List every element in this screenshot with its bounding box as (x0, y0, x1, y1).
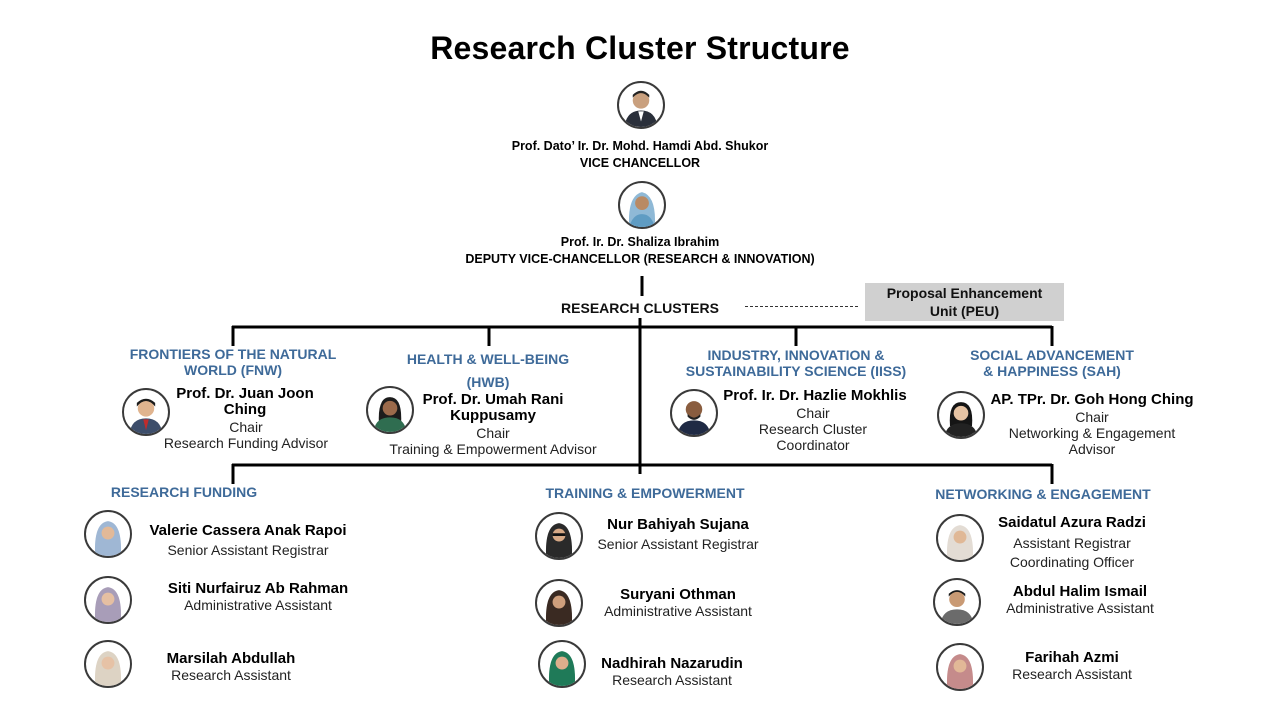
role-line: Chair (796, 405, 830, 421)
person-portrait-icon (933, 578, 981, 626)
cluster-chair-name: Prof. Dr. Umah Rani Kuppusamy (416, 392, 570, 424)
staff-role: Coordinating Officer (1009, 554, 1135, 570)
name-line: Prof. Ir. Dr. Hazlie Mokhlis (723, 387, 907, 404)
cluster-title-line: SUSTAINABILITY SCIENCE (IISS) (685, 363, 907, 379)
staff-name: Siti Nurfairuz Ab Rahman (167, 580, 349, 597)
role-line: Research Cluster (758, 421, 868, 437)
peu-line-2: Unit (PEU) (929, 303, 1000, 319)
staff-role: Senior Assistant Registrar (597, 536, 759, 552)
dashed-connector (745, 306, 858, 307)
person-portrait-icon (936, 643, 984, 691)
staff-name: Valerie Cassera Anak Rapoi (149, 522, 347, 539)
research-clusters-label: RESEARCH CLUSTERS (561, 300, 719, 316)
cluster-title-hwb: HEALTH & WELL-BEING (HWB) (388, 348, 588, 394)
role-line: Chair (229, 419, 263, 435)
cluster-chair-role: Chair Research Cluster Coordinator (740, 405, 886, 453)
name-line: AP. TPr. Dr. Goh Hong Ching (990, 391, 1194, 408)
unit-title-training-empowerment: TRAINING & EMPOWERMENT (545, 485, 745, 501)
cluster-title-line: FRONTIERS OF THE NATURAL (129, 346, 337, 362)
staff-role: Research Assistant (171, 667, 291, 683)
peu-line-1: Proposal Enhancement (886, 285, 1043, 301)
staff-role: Research Assistant (1012, 666, 1132, 682)
role-line: Advisor (1068, 441, 1116, 457)
role-line: Training & Empowerment Advisor (389, 441, 597, 457)
unit-title-networking-engagement: NETWORKING & ENGAGEMENT (935, 486, 1151, 502)
staff-name: Farihah Azmi (1025, 649, 1119, 666)
role-line: Chair (476, 425, 510, 441)
role-line: Research Funding Advisor (163, 435, 329, 451)
staff-card: Nur Bahiyah Sujana Senior Assistant Regi… (586, 516, 770, 553)
person-portrait-icon (538, 640, 586, 688)
person-portrait-icon (617, 81, 665, 129)
person-portrait-icon (535, 512, 583, 560)
staff-role: Senior Assistant Registrar (167, 542, 329, 558)
cluster-title-line: INDUSTRY, INNOVATION & (707, 347, 885, 363)
unit-title-research-funding: RESEARCH FUNDING (110, 484, 258, 500)
staff-role: Research Assistant (612, 672, 732, 688)
vc-name: Prof. Dato’ Ir. Dr. Mohd. Hamdi Abd. Shu… (511, 139, 769, 153)
staff-card: Nadhirah Nazarudin Research Assistant (586, 655, 758, 689)
cluster-chair-name: AP. TPr. Dr. Goh Hong Ching (984, 392, 1200, 408)
person-portrait-icon (84, 640, 132, 688)
person-portrait-icon (84, 576, 132, 624)
staff-role: Administrative Assistant (604, 603, 752, 619)
page-title: Research Cluster Structure (430, 30, 850, 66)
staff-card: Suryani Othman Administrative Assistant (586, 586, 770, 620)
staff-card: Valerie Cassera Anak Rapoi Senior Assist… (140, 522, 356, 559)
person-portrait-icon (936, 514, 984, 562)
staff-role: Assistant Registrar (1013, 535, 1131, 551)
staff-card: Farihah Azmi Research Assistant (996, 649, 1148, 683)
role-line: Chair (1075, 409, 1109, 425)
cluster-title-iiss: INDUSTRY, INNOVATION & SUSTAINABILITY SC… (676, 347, 916, 379)
cluster-chair-role: Chair Networking & Engagement Advisor (1000, 409, 1184, 457)
name-line: Prof. Dr. Juan Joon (176, 385, 314, 402)
staff-name: Suryani Othman (620, 586, 736, 603)
staff-name: Abdul Halim Ismail (1012, 583, 1148, 600)
cluster-chair-name: Prof. Ir. Dr. Hazlie Mokhlis (716, 388, 914, 404)
cluster-title-fnw: FRONTIERS OF THE NATURAL WORLD (FNW) (118, 346, 348, 378)
staff-card: Abdul Halim Ismail Administrative Assist… (984, 583, 1176, 617)
dvc-role: DEPUTY VICE-CHANCELLOR (RESEARCH & INNOV… (465, 252, 815, 266)
staff-role: Administrative Assistant (184, 597, 332, 613)
staff-name: Marsilah Abdullah (166, 650, 296, 667)
staff-role: Administrative Assistant (1006, 600, 1154, 616)
staff-name: Nur Bahiyah Sujana (607, 516, 749, 533)
person-portrait-icon (366, 386, 414, 434)
person-portrait-icon (618, 181, 666, 229)
cluster-title-line: & HAPPINESS (SAH) (983, 363, 1121, 379)
person-portrait-icon (937, 391, 985, 439)
cluster-chair-role: Chair Research Funding Advisor (156, 419, 336, 451)
cluster-title-line: WORLD (FNW) (184, 362, 282, 378)
person-portrait-icon (122, 388, 170, 436)
person-portrait-icon (535, 579, 583, 627)
role-line: Networking & Engagement (1008, 425, 1176, 441)
name-line: Prof. Dr. Umah Rani (422, 391, 564, 408)
dvc-name: Prof. Ir. Dr. Shaliza Ibrahim (560, 235, 720, 249)
person-portrait-icon (84, 510, 132, 558)
staff-card: Siti Nurfairuz Ab Rahman Administrative … (140, 580, 376, 614)
staff-name: Saidatul Azura Radzi (998, 514, 1146, 531)
vc-role: VICE CHANCELLOR (579, 156, 701, 170)
staff-card: Saidatul Azura Radzi Assistant Registrar… (984, 515, 1160, 572)
staff-name: Nadhirah Nazarudin (601, 655, 743, 672)
cluster-chair-name: Prof. Dr. Juan Joon Ching (172, 386, 318, 418)
staff-card: Marsilah Abdullah Research Assistant (140, 650, 322, 684)
name-line: Kuppusamy (450, 407, 536, 424)
cluster-title-line: HEALTH & WELL-BEING (406, 351, 570, 367)
name-line: Ching (223, 401, 267, 418)
cluster-title-line: (HWB) (466, 374, 510, 390)
cluster-title-line: SOCIAL ADVANCEMENT (970, 347, 1134, 363)
peu-box: Proposal Enhancement Unit (PEU) (865, 283, 1064, 321)
cluster-chair-role: Chair Training & Empowerment Advisor (376, 425, 610, 457)
role-line: Coordinator (776, 437, 850, 453)
cluster-title-sah: SOCIAL ADVANCEMENT & HAPPINESS (SAH) (952, 347, 1152, 379)
person-portrait-icon (670, 389, 718, 437)
